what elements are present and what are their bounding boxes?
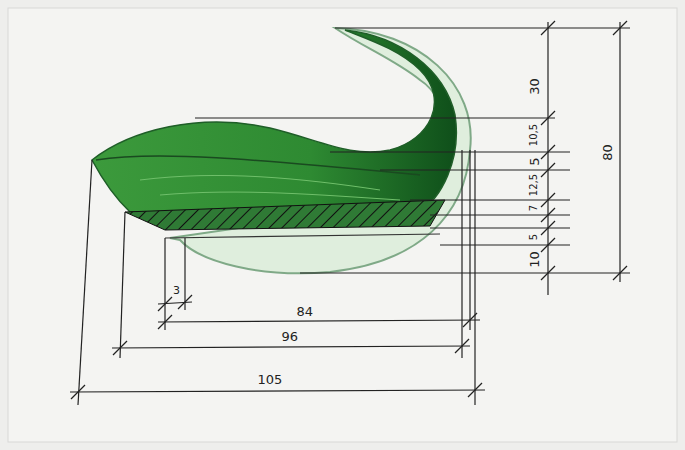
dimension-label: 80 — [599, 142, 614, 163]
dimension-label: 12,5 — [528, 172, 540, 198]
dimension-label: 96 — [280, 329, 301, 344]
dimension-label: 5 — [527, 155, 542, 167]
dimension-label: 84 — [295, 304, 316, 319]
dimension-label: 10,5 — [528, 122, 540, 148]
dimension-label: 5 — [528, 232, 540, 242]
dimension-label: 7 — [528, 203, 540, 213]
dimension-label: 10 — [526, 249, 541, 270]
dimension-label: 30 — [526, 76, 541, 97]
dimension-label: 105 — [256, 372, 285, 387]
dimension-label: 3 — [171, 284, 182, 297]
